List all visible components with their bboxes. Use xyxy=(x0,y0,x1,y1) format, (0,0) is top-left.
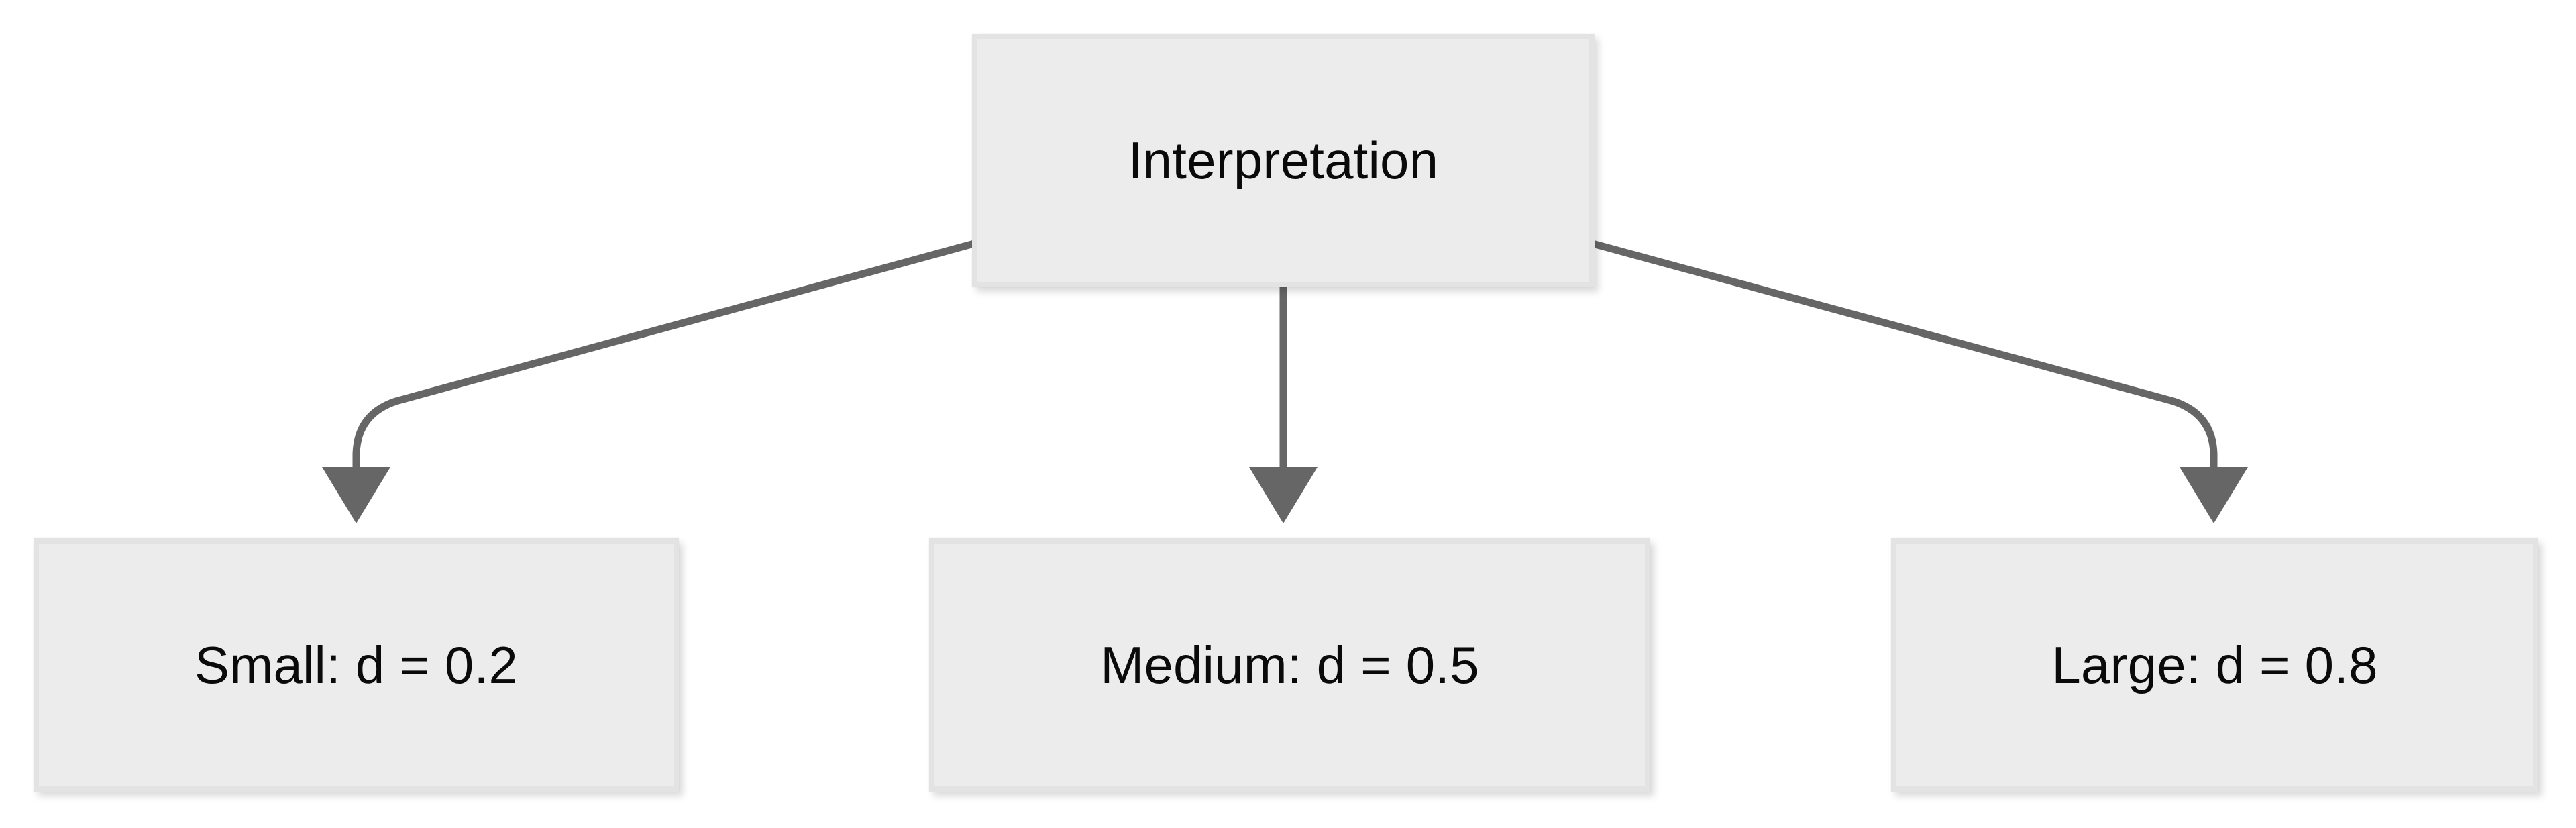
node-interpretation[interactable]: Interpretation xyxy=(972,34,1595,287)
arrowhead-large xyxy=(2180,467,2248,523)
edge-line-root-to-large xyxy=(1591,240,2218,468)
edge-root-to-medium xyxy=(1249,284,1318,523)
edge-root-to-small xyxy=(322,240,975,523)
node-label-small-effect: Small: d = 0.2 xyxy=(195,635,518,694)
node-medium-effect[interactable]: Medium: d = 0.5 xyxy=(929,538,1650,792)
node-label-interpretation: Interpretation xyxy=(1128,131,1439,190)
node-small-effect[interactable]: Small: d = 0.2 xyxy=(34,538,679,792)
edge-root-to-large xyxy=(1591,240,2248,523)
node-label-medium-effect: Medium: d = 0.5 xyxy=(1100,635,1479,694)
arrowhead-small xyxy=(322,467,390,523)
edge-line-root-to-small xyxy=(352,240,975,468)
node-large-effect[interactable]: Large: d = 0.8 xyxy=(1891,538,2538,792)
node-label-large-effect: Large: d = 0.8 xyxy=(2051,635,2378,694)
arrowhead-medium xyxy=(1249,467,1318,523)
